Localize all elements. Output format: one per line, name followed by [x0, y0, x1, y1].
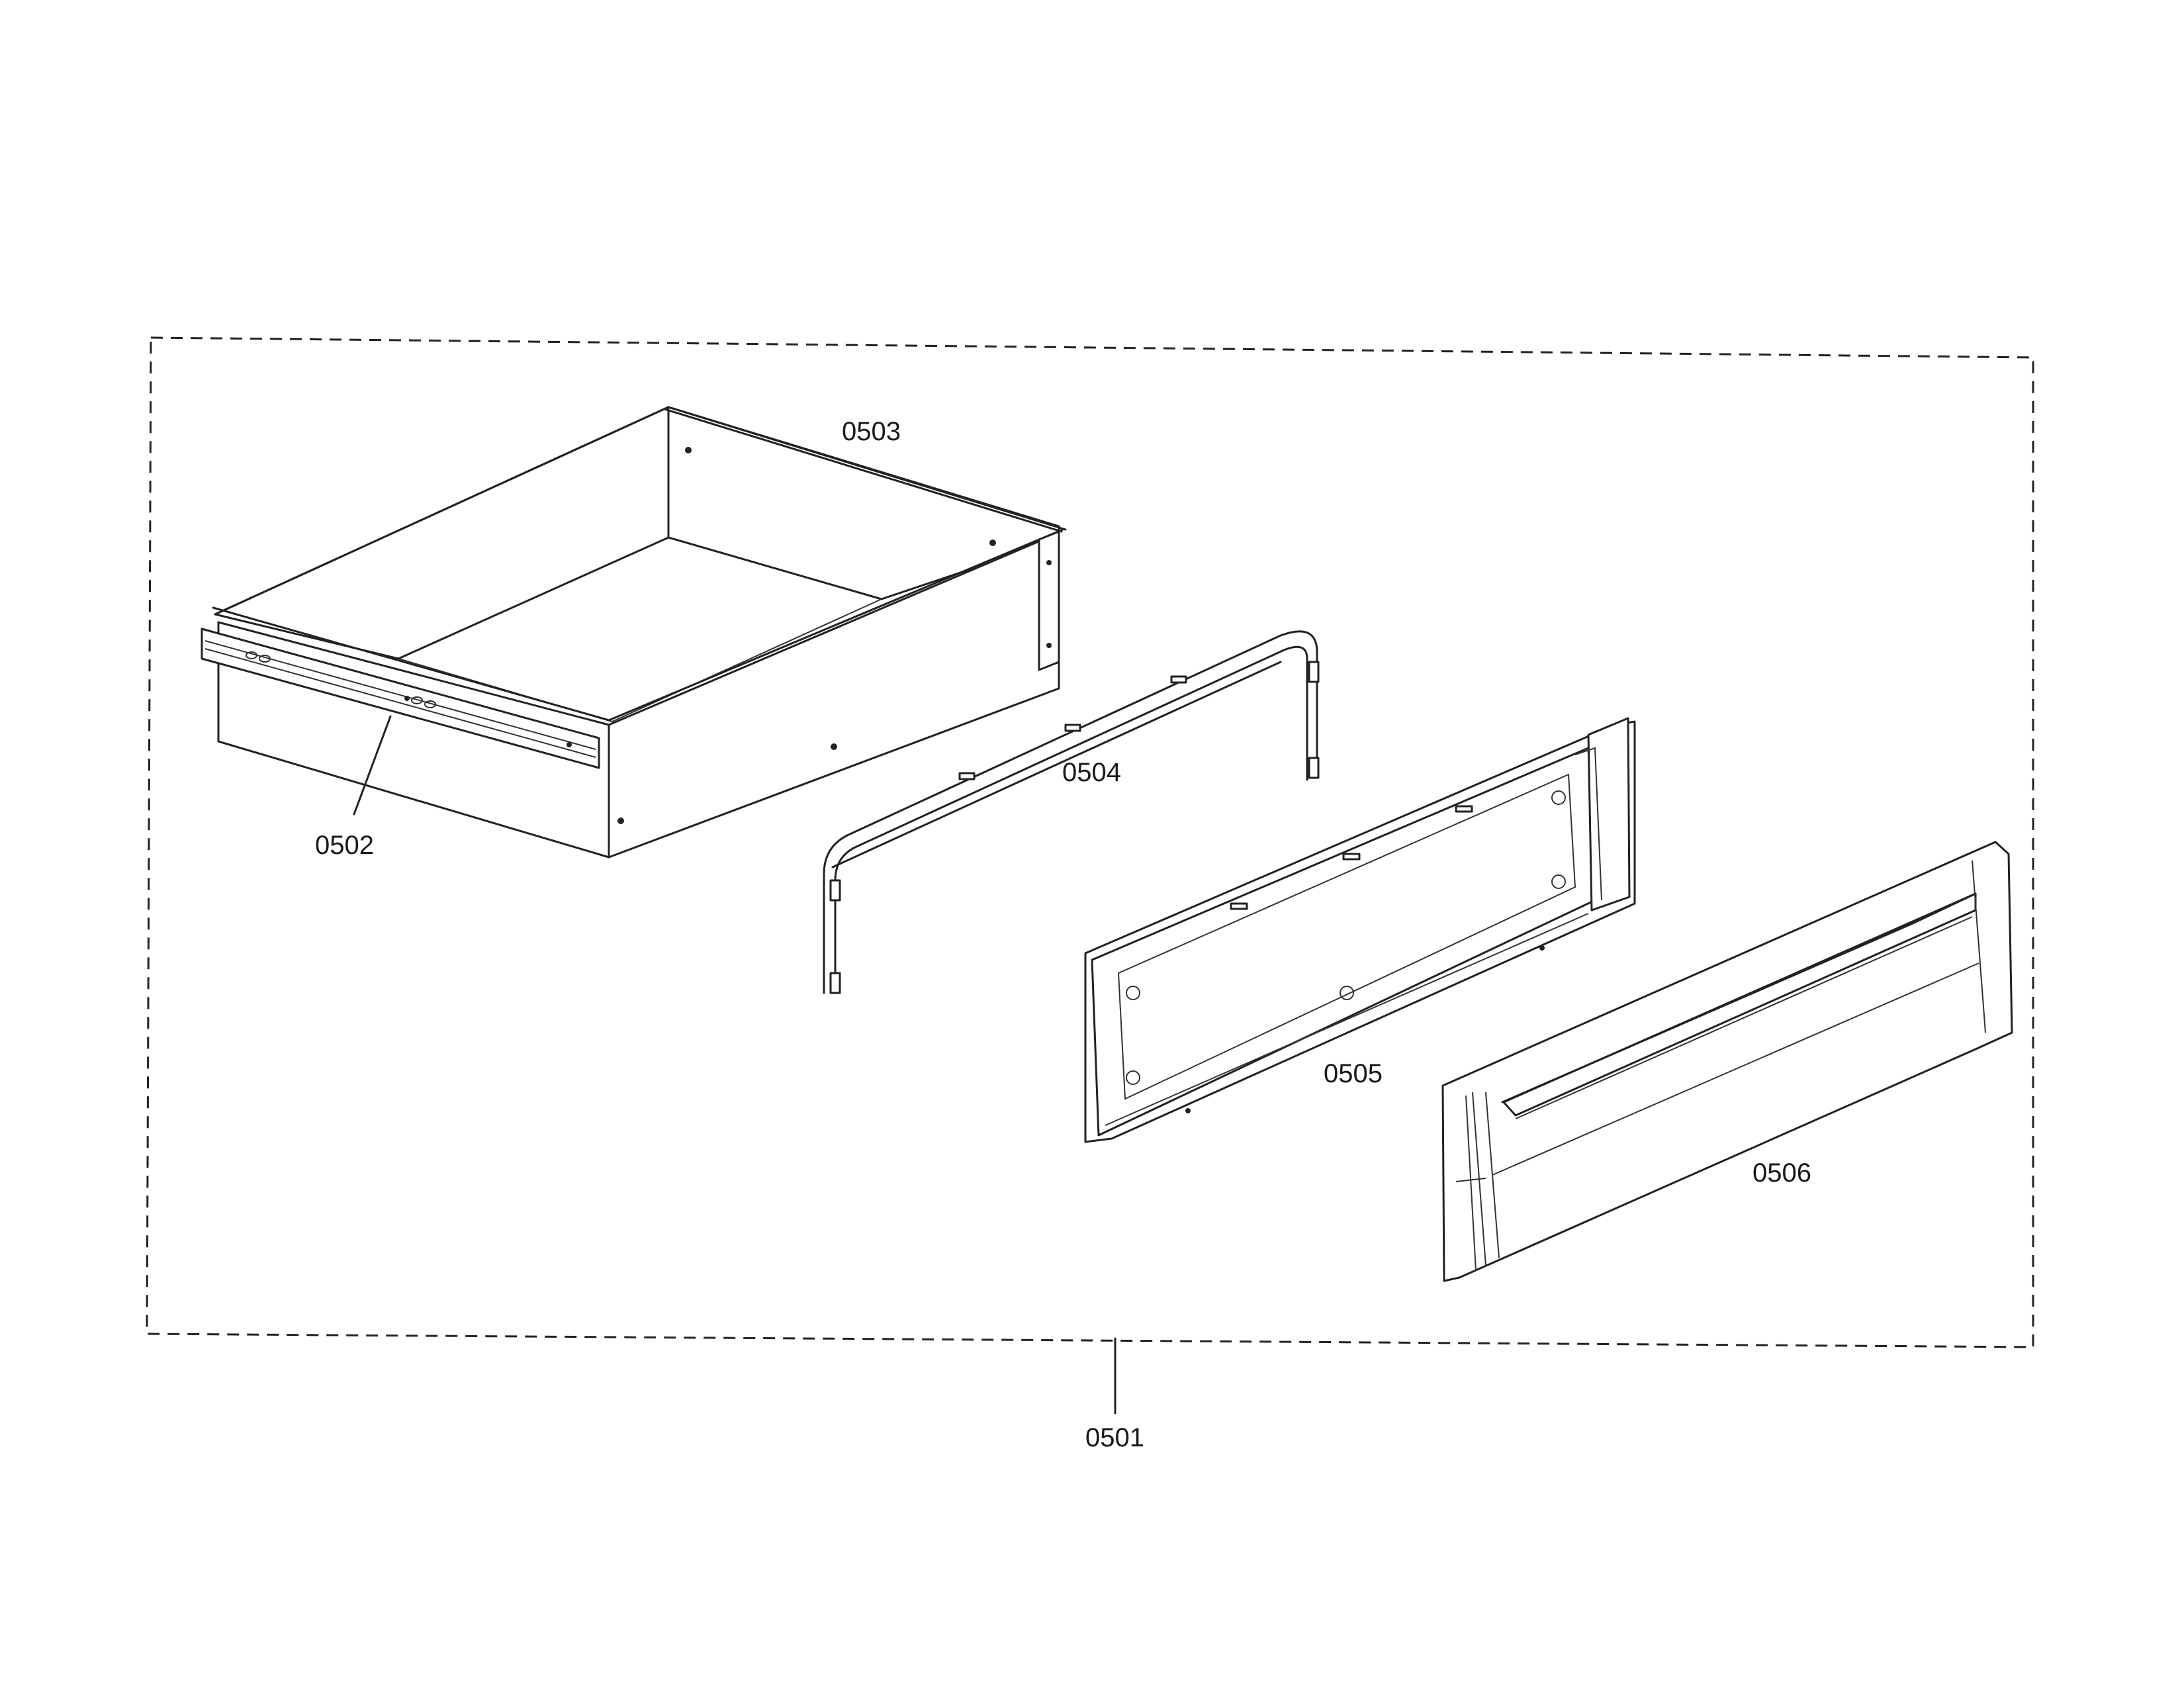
label-0501: 0501 [1085, 1423, 1144, 1452]
label-0505: 0505 [1324, 1059, 1383, 1088]
label-0503: 0503 [842, 417, 901, 446]
label-0502: 0502 [315, 831, 374, 860]
label-0506: 0506 [1752, 1158, 1811, 1188]
assembly-boundary [146, 336, 2034, 1415]
frame-bracket [823, 630, 1320, 994]
drawer-box [201, 406, 1067, 859]
front-panel [1441, 841, 2013, 1282]
label-0504: 0504 [1062, 758, 1121, 787]
slide-rail-leader [353, 715, 392, 816]
inner-panel [1084, 717, 1636, 1143]
